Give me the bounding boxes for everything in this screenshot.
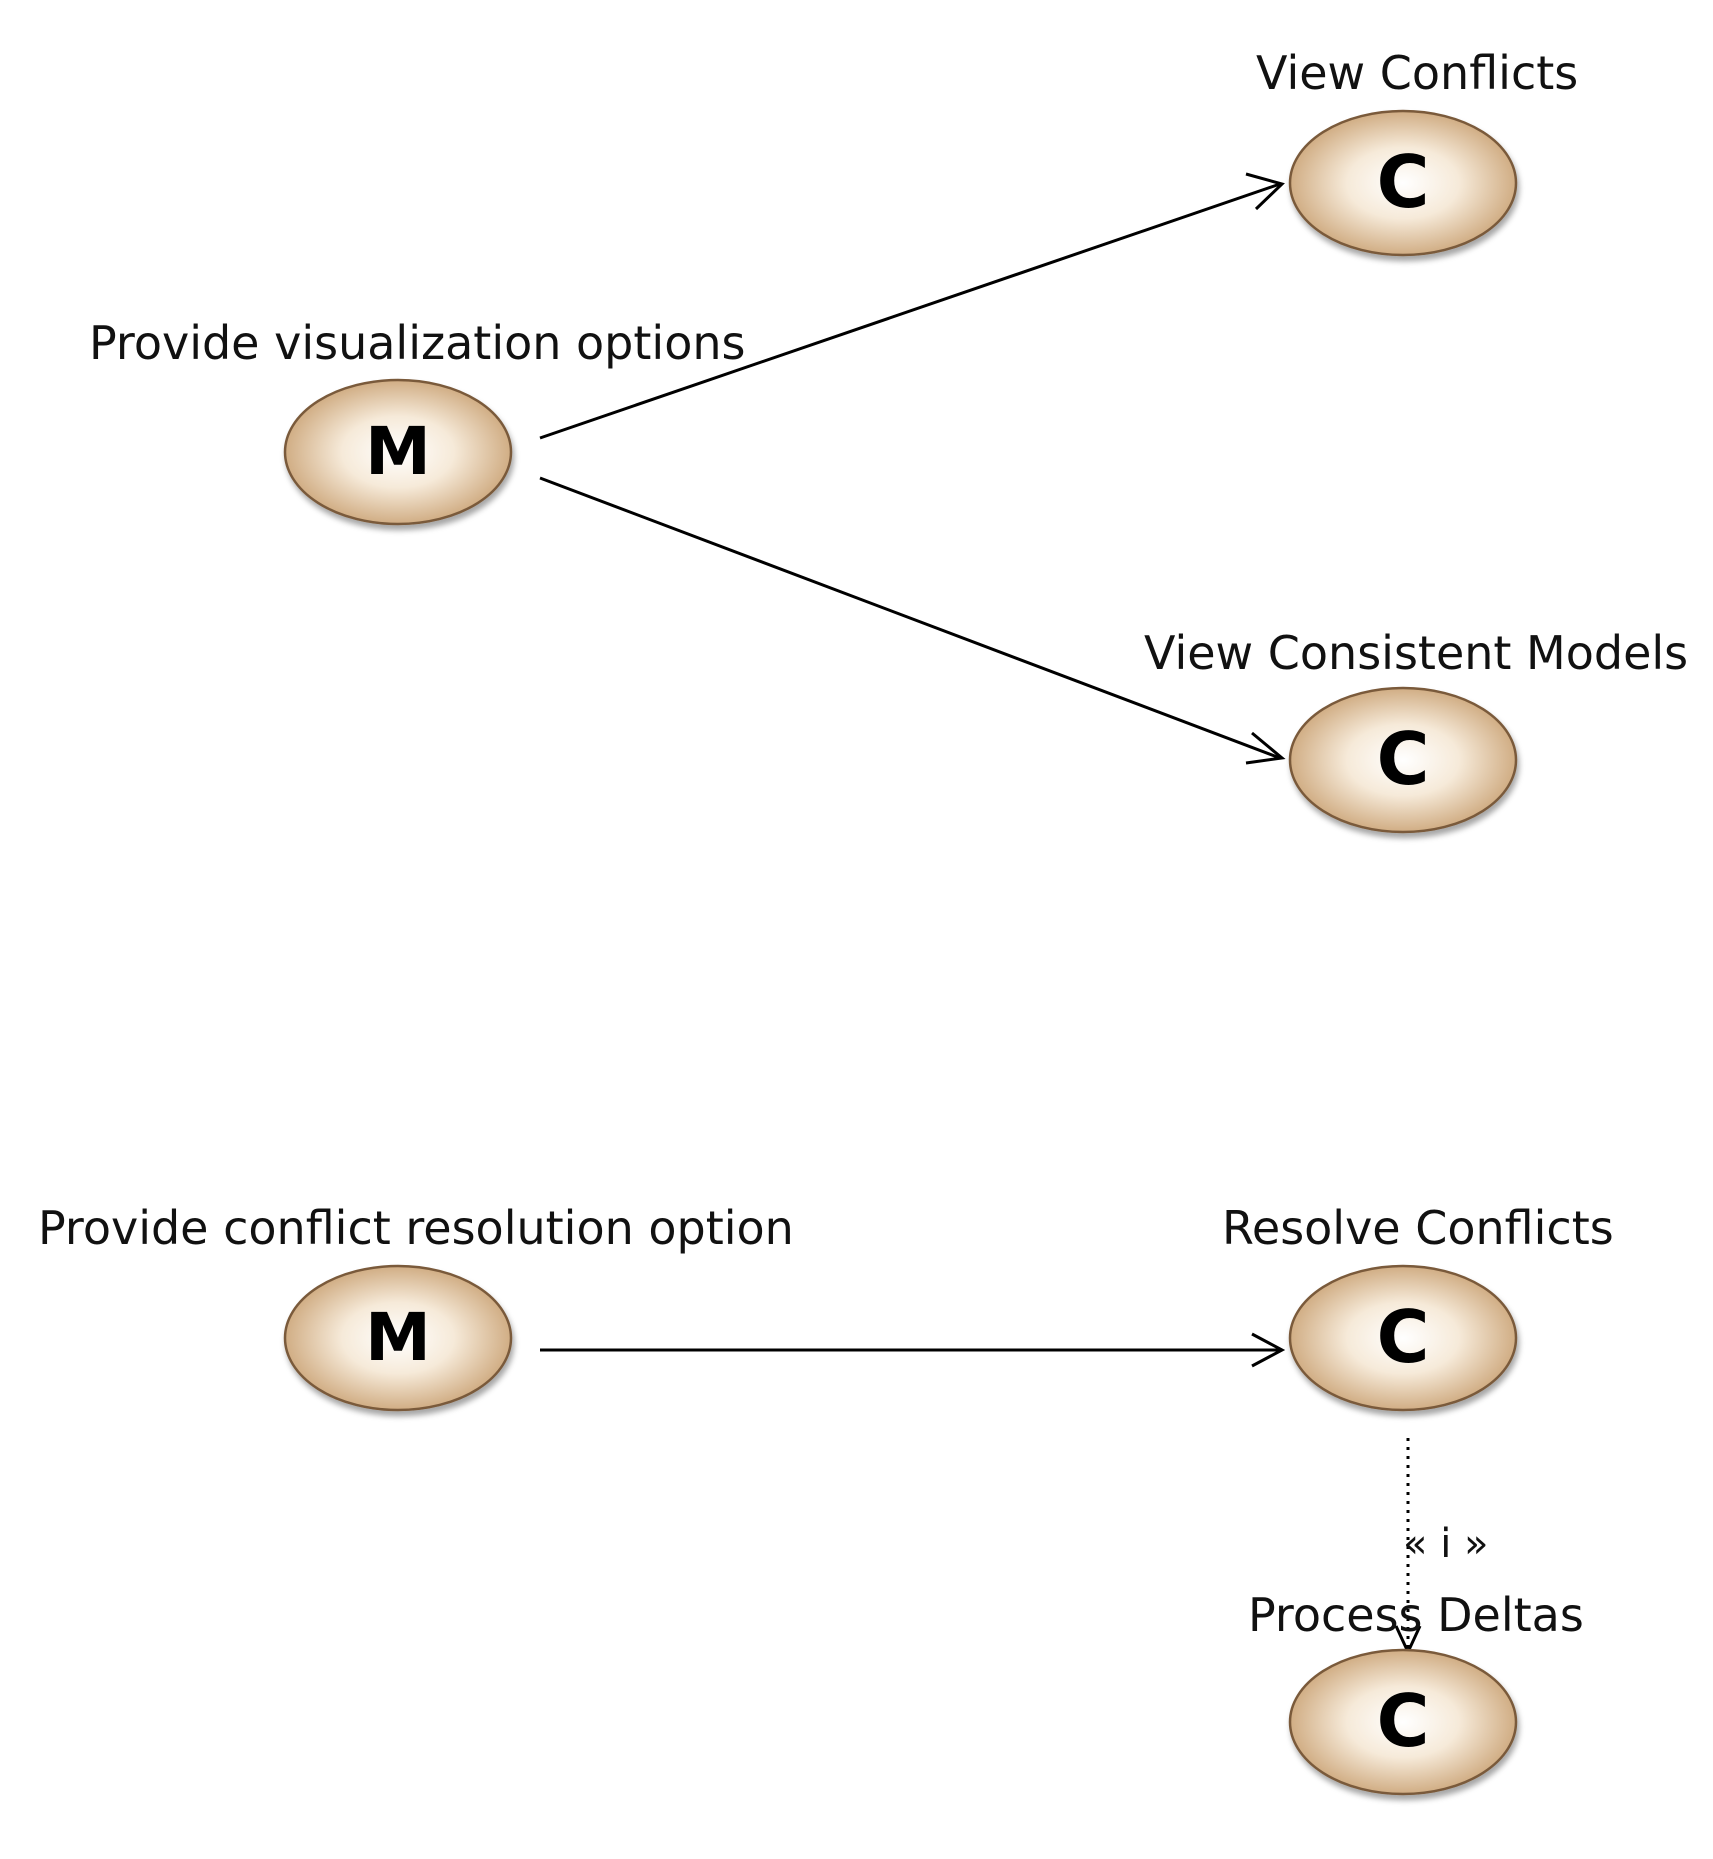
node-c4-ellipse (1288, 1648, 1518, 1796)
node-m2-ellipse (283, 1264, 513, 1412)
node-m2-label: Provide conflict resolution option (38, 1201, 794, 1255)
node-c2-label: View Consistent Models (1144, 626, 1689, 680)
node-c3-letter: C (1377, 1295, 1430, 1379)
node-c1-label: View Conflicts (1256, 46, 1579, 100)
node-c2-letter: C (1377, 717, 1430, 801)
node-m2[interactable]: M (283, 1264, 513, 1412)
edges (539, 172, 1422, 1656)
node-m1-label: Provide visualization options (89, 316, 746, 370)
edge-m1-c1[interactable] (539, 182, 1281, 440)
node-c3-label: Resolve Conflicts (1222, 1201, 1614, 1255)
node-c1-ellipse (1288, 109, 1518, 257)
node-c4[interactable]: C (1288, 1648, 1518, 1796)
node-m1-letter: M (365, 413, 431, 490)
node-c1-letter: C (1377, 140, 1430, 224)
edge-m1-c1-arrowhead (1245, 172, 1285, 211)
node-c1[interactable]: C (1288, 109, 1518, 257)
node-m2-letter: M (365, 1299, 431, 1376)
edge-c3-c4-stereotype: « i » (1403, 1521, 1489, 1567)
edge-m1-c2[interactable] (539, 476, 1281, 760)
node-c4-label: Process Deltas (1248, 1588, 1584, 1642)
node-m1-ellipse (283, 378, 513, 526)
node-m1[interactable]: M (283, 378, 513, 526)
node-c3[interactable]: C (1288, 1264, 1518, 1412)
edge-m2-c3-arrowhead (1251, 1332, 1286, 1368)
node-c2[interactable]: C (1288, 686, 1518, 834)
edge-m1-c2-arrowhead (1245, 731, 1286, 765)
node-c3-ellipse (1288, 1264, 1518, 1412)
node-c2-ellipse (1288, 686, 1518, 834)
node-c4-letter: C (1377, 1679, 1430, 1763)
